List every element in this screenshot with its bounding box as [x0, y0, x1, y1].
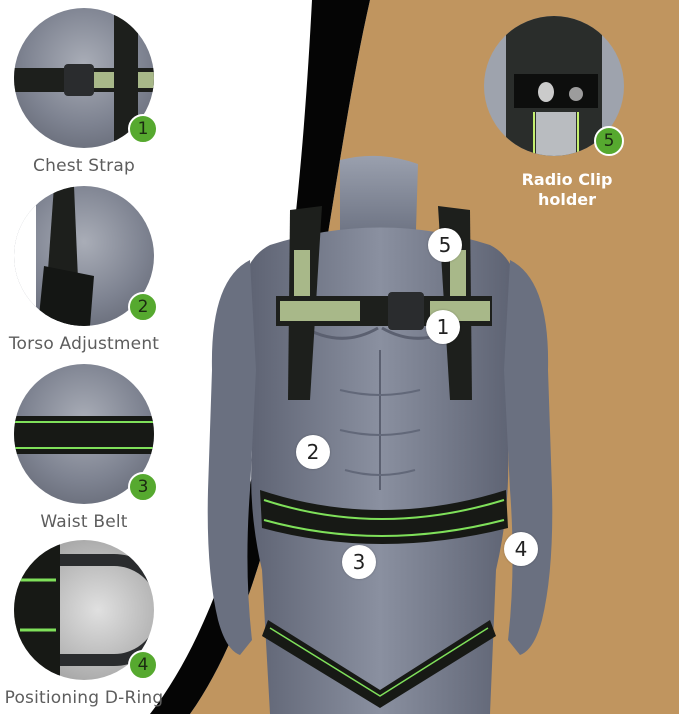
radio-clip-holder-caption: Radio Clip holder	[500, 170, 634, 210]
caption-line-2: holder	[537, 190, 597, 209]
torso-adjustment-thumbnail	[14, 186, 154, 326]
feature-number-badge: 3	[128, 472, 158, 502]
marker-radio-clip: 5	[428, 228, 462, 262]
feature-number-badge: 5	[594, 126, 624, 156]
positioning-d-ring-caption: Positioning D-Ring	[4, 688, 164, 708]
torso-adjustment-caption: Torso Adjustment	[8, 334, 160, 354]
marker-d-ring: 4	[504, 532, 538, 566]
chest-strap-caption: Chest Strap	[33, 156, 135, 176]
feature-number-badge: 1	[128, 114, 158, 144]
marker-torso-adjustment: 2	[296, 435, 330, 469]
mannequin-with-harness	[207, 155, 553, 714]
waist-belt-caption: Waist Belt	[40, 512, 128, 532]
feature-number-badge: 2	[128, 292, 158, 322]
caption-line-1: Radio Clip	[521, 170, 613, 189]
marker-chest-strap: 1	[426, 310, 460, 344]
feature-number-badge: 4	[128, 650, 158, 680]
waist-belt-thumbnail	[14, 364, 154, 504]
marker-waist-belt: 3	[342, 545, 376, 579]
